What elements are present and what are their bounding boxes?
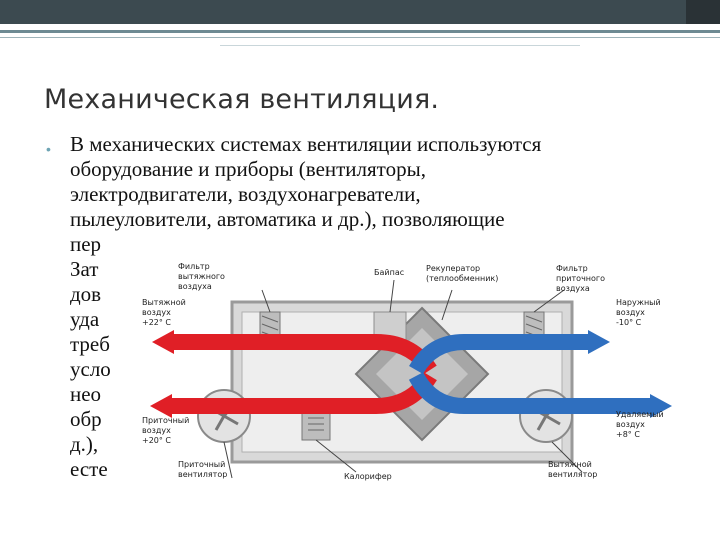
text-line: усло	[70, 357, 111, 381]
cold-outdoor-flow	[409, 334, 588, 375]
text-line: есте	[70, 457, 108, 481]
text-line: пер	[70, 232, 102, 256]
text-line: В механических системах вентиляции испол…	[70, 132, 542, 156]
text-line: Зат	[70, 257, 99, 281]
label-heater: Калорифер	[344, 472, 392, 481]
text-line: дов	[70, 282, 102, 306]
bullet-text: В механических системах вентиляции испол…	[70, 132, 670, 482]
cold-removed-flow	[408, 371, 652, 414]
text-line: нео	[70, 382, 102, 406]
bullet-marker: •	[46, 141, 51, 157]
top-banner	[0, 0, 720, 24]
top-banner-corner	[686, 0, 720, 24]
text-line: электродвигатели, воздухонагреватели,	[70, 182, 421, 206]
label-bypass: Байпас	[374, 268, 405, 277]
text-line: пылеуловители, автоматика и др.), позвол…	[70, 207, 505, 231]
text-line: оборудование и приборы (вентиляторы,	[70, 157, 426, 181]
text-line: д.),	[70, 432, 99, 456]
cold-removed-arrow	[650, 394, 672, 418]
decorative-rule	[0, 30, 720, 33]
decorative-rule	[220, 45, 580, 46]
slide-title: Механическая вентиляция.	[44, 84, 440, 115]
text-line: обр	[70, 407, 102, 431]
warm-supply-arrow	[150, 394, 172, 418]
diagram-drawing	[150, 279, 672, 479]
text-line: уда	[70, 307, 100, 331]
decorative-rule	[0, 37, 720, 38]
label-recuperator: Рекуператор(теплообменник)	[426, 264, 499, 283]
cold-outdoor-arrow	[588, 330, 610, 354]
text-line: треб	[70, 332, 110, 356]
leader-lines	[223, 279, 583, 479]
warm-extract-arrow	[152, 330, 174, 354]
